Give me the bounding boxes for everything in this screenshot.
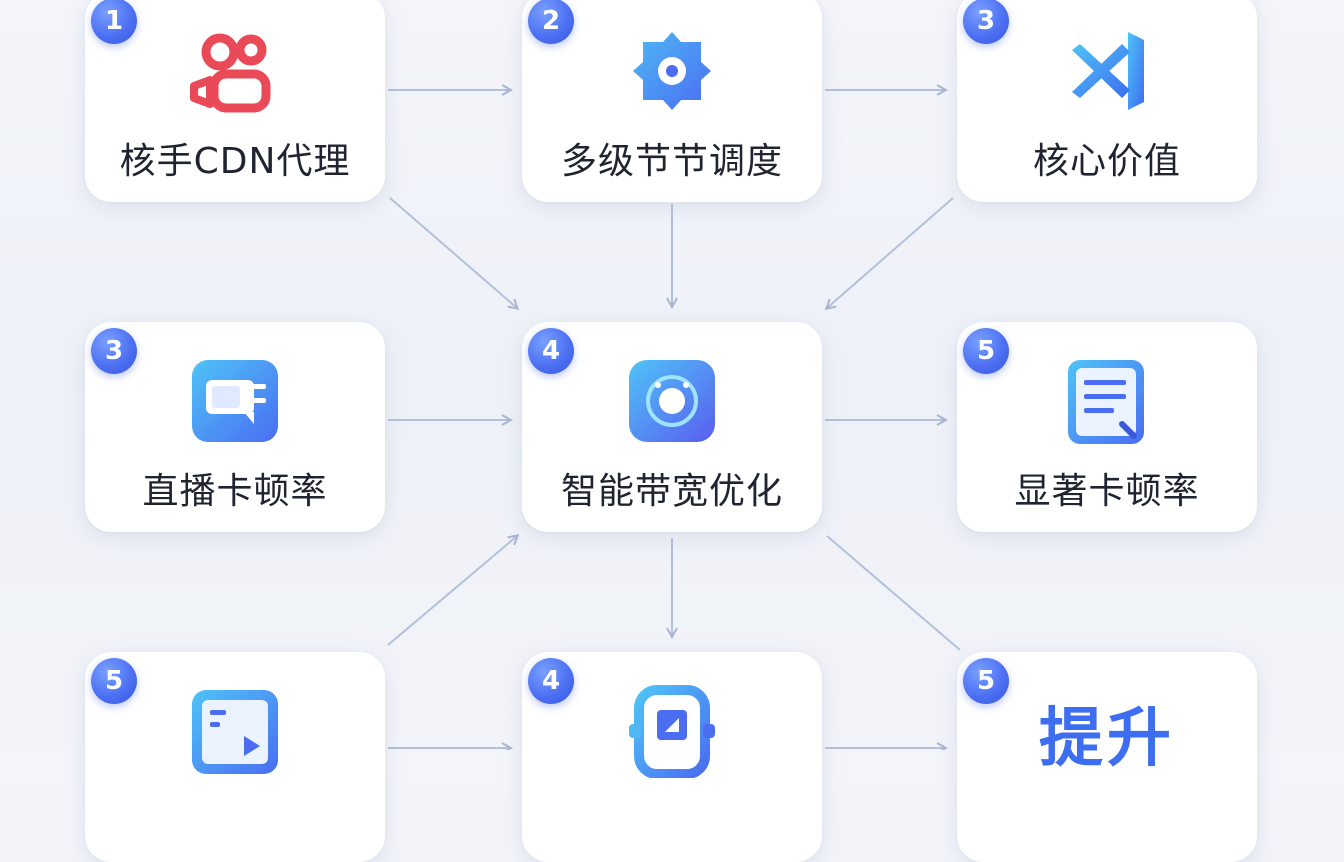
node-video[interactable]: 5 [85, 652, 385, 862]
node-label: 直播卡顿率 [142, 471, 328, 512]
connector-5-to-9 [826, 535, 961, 651]
step-badge: 5 [91, 658, 137, 704]
gear-box-icon [625, 24, 719, 118]
step-badge: 3 [91, 328, 137, 374]
step-badge: 2 [528, 0, 574, 44]
node-live-stall-rate[interactable]: 3 直播卡顿率 [85, 322, 385, 532]
node-label: 核手CDN代理 [119, 141, 351, 182]
node-core-value[interactable]: 3 核心价值 [957, 0, 1257, 202]
node-multilevel-scheduling[interactable]: 2 多级节节调度 [522, 0, 822, 202]
node-label: 智能带宽优化 [560, 471, 783, 512]
kuaishou-camera-icon [188, 24, 282, 118]
node-label: 显著卡顿率 [1014, 471, 1200, 512]
arrow-1-to-5 [389, 197, 517, 308]
ring-button-icon [625, 354, 719, 448]
step-badge: 5 [963, 658, 1009, 704]
step-badge: 1 [91, 0, 137, 44]
node-kuaishou-cdn[interactable]: 1 核手CDN代理 [85, 0, 385, 202]
arrow-7-to-5 [387, 536, 517, 646]
step-badge: 4 [528, 328, 574, 374]
node-smart-bandwidth[interactable]: 4 智能带宽优化 [522, 322, 822, 532]
step-badge: 5 [963, 328, 1009, 374]
vscode-logo-icon [1060, 24, 1154, 118]
improve-text: 提升 [1039, 702, 1175, 776]
frame-box-icon [625, 684, 719, 778]
node-frame[interactable]: 4 [522, 652, 822, 862]
arrow-3-to-5 [827, 197, 954, 308]
video-play-icon [188, 684, 282, 778]
node-improve[interactable]: 5 提升 [957, 652, 1257, 862]
step-badge: 4 [528, 658, 574, 704]
document-list-icon [1060, 354, 1154, 448]
node-label: 多级节节调度 [560, 141, 783, 182]
chat-card-icon [188, 354, 282, 448]
node-label: 核心价值 [1032, 141, 1181, 182]
connector-layer [387, 0, 961, 750]
node-significant-stall-rate[interactable]: 5 显著卡顿率 [957, 322, 1257, 532]
step-badge: 3 [963, 0, 1009, 44]
